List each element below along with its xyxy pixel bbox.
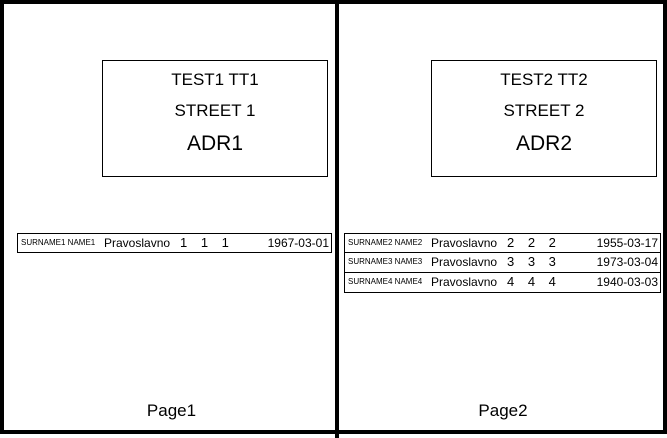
table-row: SURNAME3 NAME3 Pravoslavno 3 3 3 1973-03…: [344, 253, 661, 273]
person-date: 1967-03-01: [267, 236, 329, 250]
person-numbers: 3 3 3: [507, 254, 561, 269]
person-religion: Pravoslavno: [431, 236, 498, 250]
person-date: 1973-03-04: [596, 255, 658, 269]
address-line-2: STREET 1: [174, 101, 256, 120]
person-religion: Pravoslavno: [104, 236, 171, 250]
page-divider: [335, 4, 339, 438]
table-row: SURNAME2 NAME2 Pravoslavno 2 2 2 1955-03…: [344, 233, 661, 253]
page-footer: Page2: [478, 401, 528, 420]
person-table: SURNAME1 NAME1 Pravoslavno 1 1 1 1967-03…: [17, 233, 332, 253]
person-date: 1940-03-03: [596, 275, 658, 289]
page-footer: Page1: [146, 401, 197, 420]
address-line-3: ADR2: [515, 132, 573, 155]
person-religion: Pravoslavno: [431, 255, 498, 269]
table-row: SURNAME1 NAME1 Pravoslavno 1 1 1 1967-03…: [17, 233, 332, 253]
table-row: SURNAME4 NAME4 Pravoslavno 4 4 4 1940-03…: [344, 273, 661, 293]
person-numbers: 2 2 2: [507, 235, 561, 250]
person-name: SURNAME1 NAME1: [21, 238, 96, 247]
address-line-1: TEST1 TT1: [171, 70, 259, 89]
address-line-2: STREET 2: [503, 101, 585, 120]
address-box: TEST1 TT1 STREET 1 ADR1: [102, 60, 328, 177]
address-line-3: ADR1: [186, 132, 244, 155]
address-line-1: TEST2 TT2: [500, 70, 588, 89]
person-numbers: 1 1 1: [180, 235, 234, 250]
page-2: TEST2 TT2 STREET 2 ADR2 SURNAME2 NAME2 P…: [339, 4, 667, 438]
person-religion: Pravoslavno: [431, 275, 498, 289]
page-1: TEST1 TT1 STREET 1 ADR1 SURNAME1 NAME1 P…: [8, 4, 335, 438]
person-name: SURNAME3 NAME3: [348, 257, 423, 266]
person-name: SURNAME2 NAME2: [348, 238, 423, 247]
address-box: TEST2 TT2 STREET 2 ADR2: [431, 60, 657, 177]
person-name: SURNAME4 NAME4: [348, 277, 423, 286]
person-date: 1955-03-17: [596, 236, 658, 250]
person-numbers: 4 4 4: [507, 274, 561, 289]
person-table: SURNAME2 NAME2 Pravoslavno 2 2 2 1955-03…: [344, 233, 661, 293]
